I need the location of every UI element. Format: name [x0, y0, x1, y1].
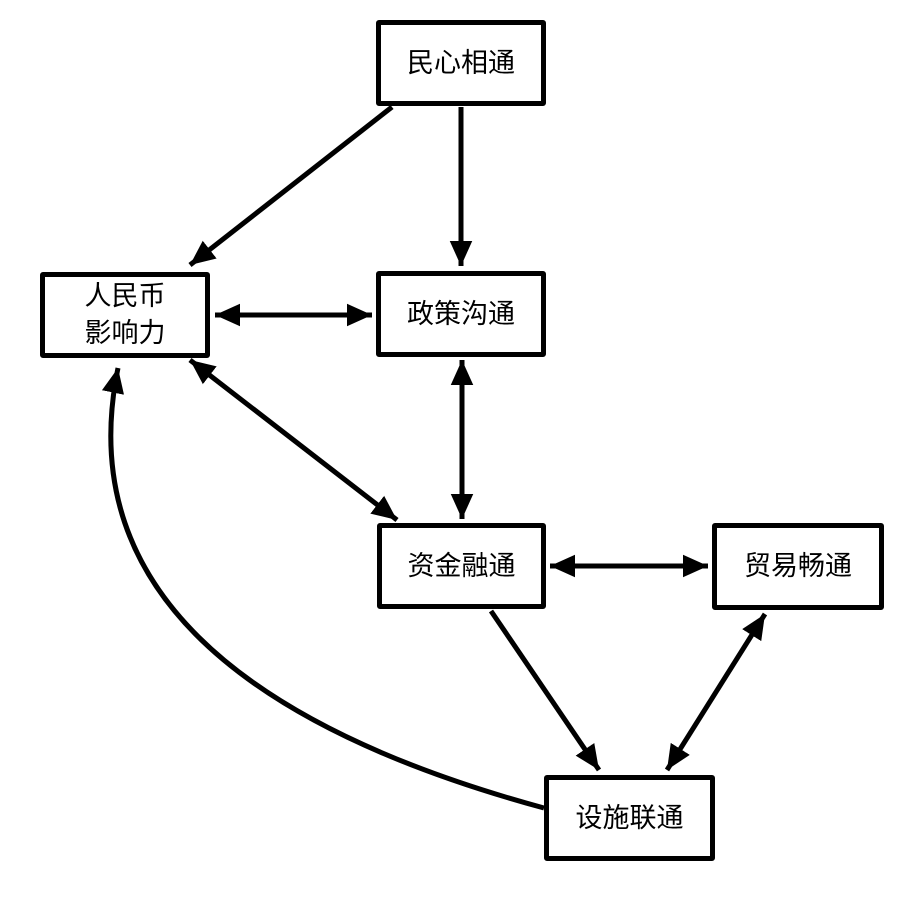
edge-zijin-to-sheshi	[488, 609, 602, 772]
node-renminbi-yingxiangli: 人民币 影响力	[40, 272, 210, 358]
node-label: 设施联通	[575, 802, 684, 833]
node-minxin-xiangtong: 民心相通	[376, 20, 546, 106]
edge-sheshi-maoyi-bidirectional	[664, 612, 768, 772]
node-label: 民心相通	[407, 47, 515, 78]
node-label-line-2: 影响力	[84, 318, 166, 348]
node-label: 贸易畅通	[744, 551, 852, 581]
node-label-line-1: 人民币	[84, 281, 166, 311]
node-sheshi-liantong: 设施联通	[544, 775, 715, 861]
edge-minxin-to-renminbi	[188, 105, 394, 267]
edge-renminbi-zijin-bidirectional	[188, 358, 399, 522]
node-label: 资金融通	[407, 550, 516, 581]
node-zijin-rongtong: 资金融通	[377, 523, 546, 609]
node-zhengce-goutong: 政策沟通	[376, 271, 546, 357]
edge-sheshi-to-renminbi-curved	[101, 367, 545, 811]
node-maoyi-changtong: 贸易畅通	[712, 523, 884, 610]
node-label: 政策沟通	[407, 298, 515, 329]
